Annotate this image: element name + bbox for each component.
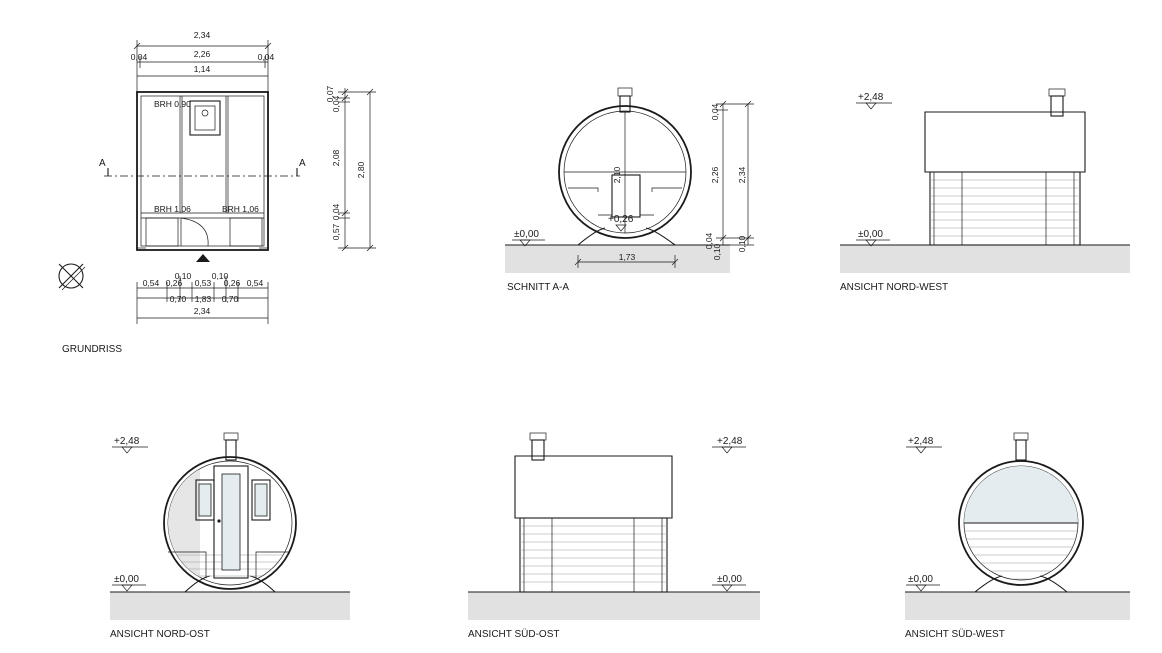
section-dim-bottom-wall: 0,04 (704, 232, 714, 249)
sw-level-floor: ±0,00 (908, 574, 933, 585)
stove-symbol (189, 100, 221, 136)
dim-bottom-4: 0,26 (224, 278, 241, 288)
floor-plan-view: 2,34 2,26 0,04 0,04 1,14 (58, 30, 376, 355)
floor-plan-bottom-dimensions: 0,10 0,10 0,54 0,26 0,53 0,26 0,54 0,70 … (136, 271, 269, 324)
view-label-grundriss: GRUNDRISS (62, 344, 122, 355)
elevation-south-west: +2,48 ±0,00 ANSICHT SÜD-WEST (905, 432, 1130, 640)
dim-top-left-wall: 0,04 (131, 52, 148, 62)
brh-label-right: BRH 1,06 (222, 204, 259, 214)
dim-right-total: 2,80 (356, 161, 366, 178)
dim-bottom-8: 0,70 (222, 294, 239, 304)
section-mark-left: A (99, 158, 106, 169)
dim-bottom-7: 1,83 (195, 294, 212, 304)
dim-bottom-wall-right: 0,10 (212, 271, 229, 281)
dim-right-inner: 2,08 (331, 149, 341, 166)
floor-plan-right-dimensions: 0,07 0,04 2,08 0,04 0,57 2,80 (325, 85, 376, 252)
barrel-section-outer (558, 105, 692, 239)
nw-level-top: +2,48 (858, 92, 884, 103)
view-label-sued-west: ANSICHT SÜD-WEST (905, 628, 1005, 640)
dim-right-porch: 0,57 (331, 223, 341, 240)
dim-bottom-2: 0,26 (166, 278, 183, 288)
view-label-sued-ost: ANSICHT SÜD-OST (468, 628, 560, 640)
brh-label-stove: BRH 0,90 (154, 99, 191, 109)
dim-bottom-3: 0,53 (195, 278, 212, 288)
elevation-north-west: +2,48 ±0,00 ANSICHT NORD-WEST (840, 88, 1130, 293)
no-level-top: +2,48 (114, 436, 140, 447)
section-view: ±0,00 +0,26 2,10 0,04 2,26 2,34 0,04 0,1… (505, 87, 754, 293)
section-level-bench: +0,26 (608, 214, 634, 225)
so-level-top: +2,48 (717, 436, 743, 447)
elevation-south-east: +2,48 ±0,00 ANSICHT SÜD-OST (468, 432, 760, 640)
section-dim-top-wall: 0,04 (710, 103, 720, 120)
sw-level-top: +2,48 (908, 436, 934, 447)
so-level-floor: ±0,00 (717, 574, 742, 585)
no-level-floor: ±0,00 (114, 574, 139, 585)
dim-bottom-5: 0,54 (247, 278, 264, 288)
dim-bottom-1: 0,54 (143, 278, 160, 288)
view-label-nord-ost: ANSICHT NORD-OST (110, 629, 210, 640)
section-dim-base-2: 0,10 (737, 235, 747, 252)
dim-top-right-wall: 0,04 (258, 52, 275, 62)
ground-section (505, 245, 730, 273)
floor-plan-outline (136, 91, 269, 251)
section-dim-base-1: 0,10 (712, 243, 722, 260)
dim-top-inner: 2,26 (194, 49, 211, 59)
dim-right-wall-top: 0,04 (331, 95, 341, 112)
section-dim-cradle: 1,73 (619, 252, 636, 262)
door-swing (180, 217, 209, 247)
elevation-north-east: +2,48 ±0,00 ANSICHT NORD-OST (110, 432, 350, 640)
dim-right-top: 0,07 (325, 85, 335, 102)
section-line-a: A A (99, 158, 306, 177)
dim-bottom-6: 0,70 (170, 294, 187, 304)
section-mark-right: A (299, 158, 306, 169)
brh-label-left: BRH 1,06 (154, 204, 191, 214)
entrance-arrow-icon (196, 254, 210, 262)
nord-ost-door (213, 465, 249, 579)
section-dim-inner-height: 2,10 (612, 166, 622, 183)
section-dim-total: 2,34 (737, 166, 747, 183)
view-label-nord-west: ANSICHT NORD-WEST (840, 282, 948, 293)
north-arrow-icon (58, 263, 86, 291)
dim-top-total: 2,34 (194, 30, 211, 40)
dim-top-half: 1,14 (194, 64, 211, 74)
dim-bottom-wall-left: 0,10 (175, 271, 192, 281)
dim-right-wall-bottom: 0,04 (331, 203, 341, 220)
section-level-floor: ±0,00 (514, 229, 539, 240)
nw-level-floor: ±0,00 (858, 229, 883, 240)
section-dim-inner: 2,26 (710, 166, 720, 183)
view-label-schnitt: SCHNITT A-A (507, 282, 569, 293)
floor-plan-top-dimensions: 2,34 2,26 0,04 0,04 1,14 (131, 30, 275, 100)
dim-bottom-total: 2,34 (194, 306, 211, 316)
